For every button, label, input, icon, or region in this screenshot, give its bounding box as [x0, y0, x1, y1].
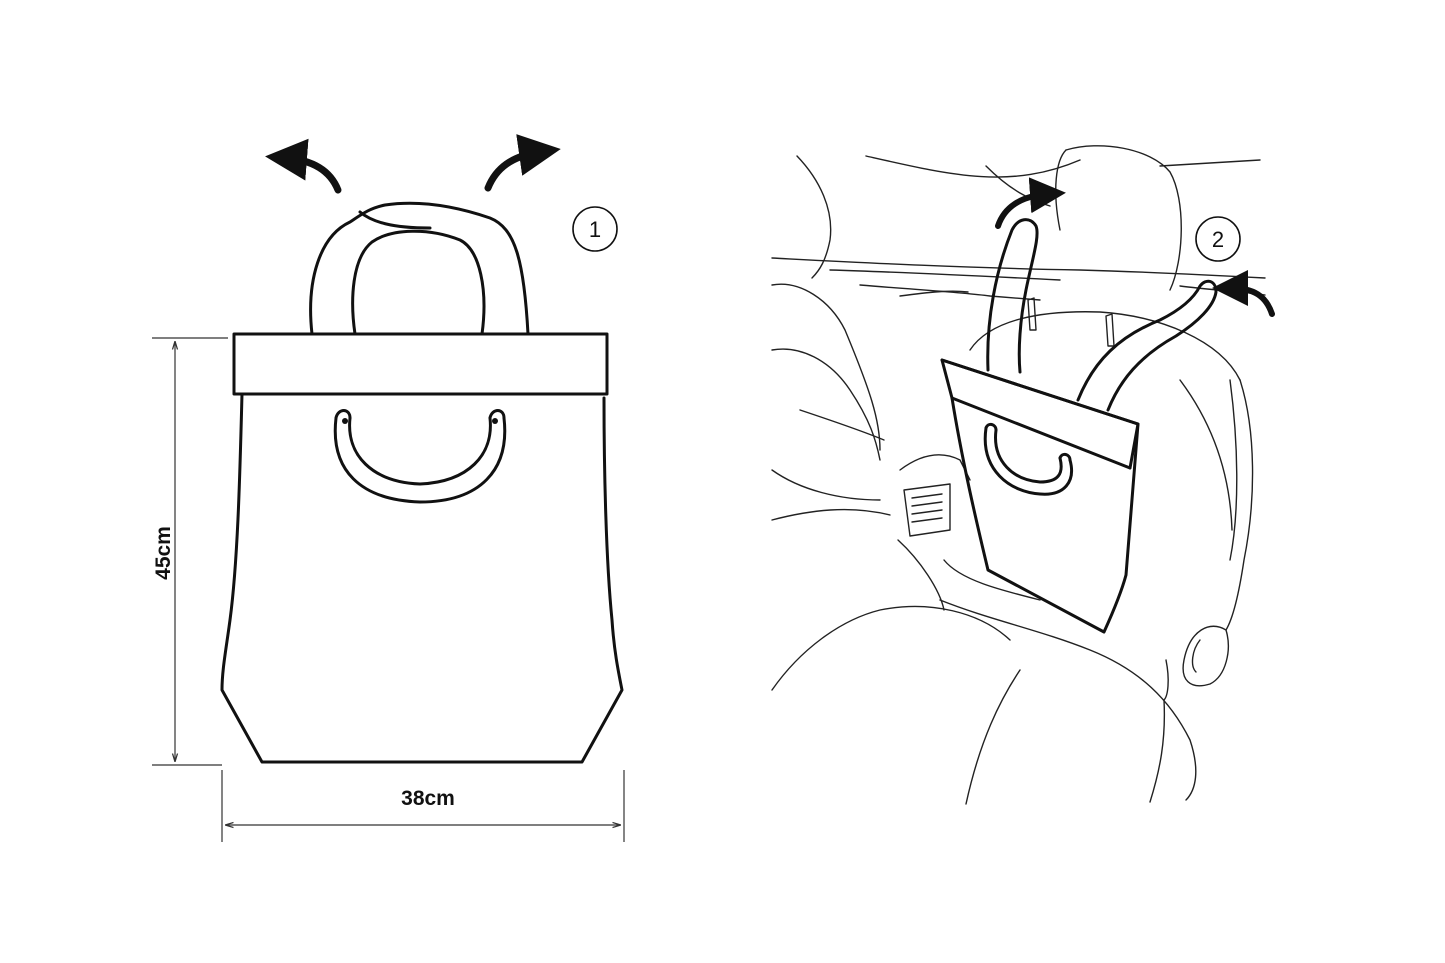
width-dimension: 38cm — [221, 770, 625, 842]
step-1-number: 1 — [589, 217, 601, 242]
bag-cuff — [232, 332, 609, 396]
bag-top-handle — [309, 201, 530, 336]
curved-arrow-up-right-icon — [484, 134, 561, 192]
hanging-bag — [940, 218, 1218, 634]
height-dimension: 45cm — [152, 337, 228, 766]
step-circle-icon — [1195, 216, 1241, 262]
step-circle-icon — [572, 206, 618, 252]
step-2-badge: 2 — [1195, 216, 1241, 262]
height-label: 45cm — [152, 526, 175, 580]
step-1-badge: 1 — [572, 206, 618, 252]
curved-arrow-up-right-icon — [995, 177, 1066, 229]
width-label: 38cm — [401, 787, 455, 810]
figure-2-car-installation: 2 — [771, 145, 1275, 805]
step-2-number: 2 — [1212, 227, 1224, 252]
bag-front-handle — [333, 409, 507, 504]
figure-1-bag-dimensions: 1 45cm 38cm — [152, 134, 625, 842]
curved-arrow-up-left-icon — [265, 138, 342, 194]
curved-arrow-up-left-icon — [1212, 270, 1275, 317]
bag-body — [220, 392, 624, 764]
car-interior — [771, 145, 1266, 805]
